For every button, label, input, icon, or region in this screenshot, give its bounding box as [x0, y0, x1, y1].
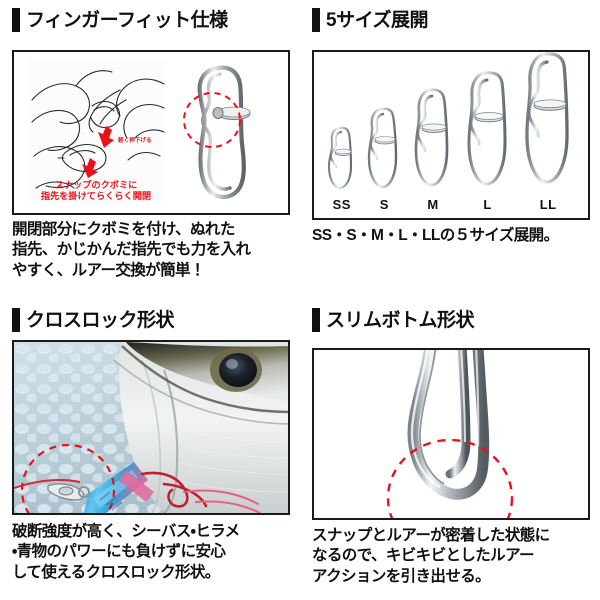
heading-bar-icon [312, 8, 320, 32]
fish-eye [210, 348, 262, 392]
size-lineup: SS [314, 52, 588, 218]
size-item-ss: SS [325, 122, 359, 212]
size-label-ss: SS [332, 197, 351, 212]
panel-slim-bottom-caption: スナップとルアーが密着した状態に なるので、キビキビとしたルアー アクションを引… [312, 527, 550, 585]
snap-icon-m [414, 88, 449, 187]
red-dashed-highlight-circle [386, 438, 514, 518]
heading-bar-icon [12, 8, 20, 32]
size-label-m: M [427, 197, 439, 212]
snap-product-icon [172, 54, 282, 212]
size-label-ll: LL [539, 197, 557, 212]
slim-bottom-figure-box [312, 348, 590, 520]
hand-snap-drawing-icon: 軽く押下げる スナップのクボミに 指先を掛けてらくらく開閉 [30, 60, 166, 202]
snap-icon-ll [525, 52, 569, 184]
red-dashed-highlight-circle [20, 443, 116, 513]
panel-finger-fit-heading: フィンガーフィット仕様 [12, 0, 290, 34]
finger-fit-illustration: 軽く押下げる スナップのクボミに 指先を掛けてらくらく開閉 [30, 60, 166, 202]
snap-closeup-image [172, 54, 282, 212]
size-label-s: S [379, 197, 389, 212]
cross-lock-figure-box [12, 340, 290, 515]
illustration-annotation-line1: スナップのクボミに [55, 179, 138, 190]
size-item-m: M [410, 82, 456, 212]
heading-bar-icon [312, 308, 320, 332]
panel-five-sizes-caption: SS・S・M・L・LLの５サイズ展開。 [312, 227, 559, 244]
seabass-with-lure-photo [14, 342, 288, 513]
panel-finger-fit-heading-text: フィンガーフィット仕様 [26, 9, 228, 31]
five-sizes-figure-box: SS [312, 50, 590, 220]
finger-fit-figure-box: 軽く押下げる スナップのクボミに 指先を掛けてらくらく開閉 [12, 50, 290, 215]
snap-on-lure [47, 483, 90, 501]
panel-cross-lock-heading-text: クロスロック形状 [26, 309, 175, 331]
panel-finger-fit-caption: 開閉部分にクボミを付け、ぬれた 指先、かじかんだ指先でも力を入れ やすく、ルアー… [12, 221, 251, 279]
snap-icon-ss [327, 126, 352, 190]
panel-five-sizes-heading-text: 5サイズ展開 [326, 9, 429, 31]
size-item-s: S [364, 102, 404, 212]
slim-bottom-closeup-image [314, 350, 588, 518]
illustration-annotation-line2: 指先を掛けてらくらく開閉 [41, 190, 151, 201]
size-item-ll: LL [519, 52, 577, 212]
jig-lure [84, 462, 154, 513]
heading-bar-icon [12, 308, 20, 332]
size-item-l: L [462, 64, 514, 212]
snap-icon-l [467, 71, 507, 186]
panel-cross-lock: クロスロック形状 [0, 300, 300, 600]
panel-five-sizes: 5サイズ展開 [300, 0, 600, 300]
fish-photo-graphic [14, 342, 288, 513]
red-dashed-highlight-circle [183, 92, 241, 148]
panel-cross-lock-caption: 破断強度が高く、シーバス・ヒラメ ・青物のパワーにも負けずに安心 して使えるクロ… [12, 523, 240, 581]
panel-slim-bottom-heading: スリムボトム形状 [312, 300, 590, 334]
panel-finger-fit: フィンガーフィット仕様 [0, 0, 300, 300]
illustration-annotation-small: 軽く押下げる [118, 136, 152, 144]
panel-slim-bottom-heading-text: スリムボトム形状 [326, 309, 475, 331]
snap-icon-s [368, 107, 398, 189]
panel-five-sizes-heading: 5サイズ展開 [312, 0, 590, 34]
panel-cross-lock-heading: クロスロック形状 [12, 300, 290, 334]
red-arrow-icon [82, 126, 114, 178]
size-label-l: L [483, 197, 492, 212]
snap-bottom-graphic [314, 350, 588, 518]
panel-slim-bottom: スリムボトム形状 [300, 300, 600, 600]
